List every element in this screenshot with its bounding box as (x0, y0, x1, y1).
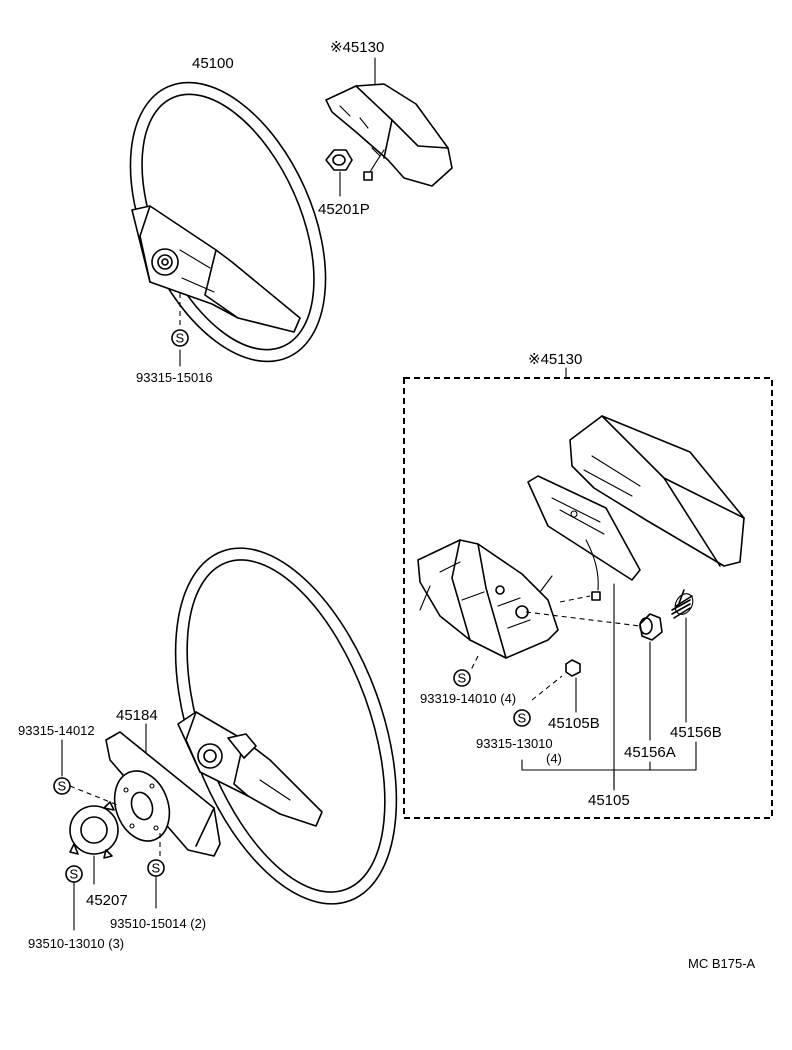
label-45201p: 45201P (318, 201, 370, 218)
label-45130-top: ※45130 (330, 39, 384, 56)
label-45207: 45207 (86, 892, 128, 909)
horn-bracket (417, 539, 559, 659)
horn-cap (639, 613, 663, 641)
backing-plate (105, 731, 221, 857)
label-45105: 45105 (588, 792, 630, 809)
horn-pad-top (325, 83, 453, 187)
small-nut-icon (565, 659, 581, 677)
lock-ring (69, 801, 119, 859)
contact-plate (527, 475, 641, 601)
label-45105b: 45105B (548, 715, 600, 732)
steering-wheel-bottom (174, 547, 398, 905)
screw-marker: S (176, 331, 185, 346)
label-45100: 45100 (192, 55, 234, 72)
label-93510-13010: 93510-13010 (3) (28, 936, 124, 951)
screw-marker: S (152, 861, 161, 876)
steering-wheel-top (129, 81, 327, 363)
screw-marker-icon (53, 777, 71, 795)
screw-marker-icon (453, 669, 471, 687)
label-93315-15016: 93315-15016 (136, 370, 213, 385)
label-45130-box: ※45130 (528, 351, 582, 368)
label-45156a: 45156A (624, 744, 676, 761)
label-45156b: 45156B (670, 724, 722, 741)
screw-marker-icon (513, 709, 531, 727)
screw-marker-icon (171, 329, 189, 347)
screw-marker: S (518, 711, 527, 726)
screw-marker: S (70, 867, 79, 882)
spring-icon (671, 589, 694, 619)
pad-cover (569, 415, 745, 567)
label-93315-13010: 93315-13010 (476, 736, 553, 751)
label-93315-14012: 93315-14012 (18, 723, 95, 738)
nut-icon (325, 149, 353, 171)
screw-marker: S (458, 671, 467, 686)
diagram-code: MC B175-A (688, 956, 756, 971)
label-qty-4: (4) (546, 751, 562, 766)
label-93319-14010: 93319-14010 (4) (420, 691, 516, 706)
screw-marker: S (58, 779, 67, 794)
label-93510-15014: 93510-15014 (2) (110, 916, 206, 931)
exploded-view-box (403, 377, 773, 819)
label-45184: 45184 (116, 707, 158, 724)
